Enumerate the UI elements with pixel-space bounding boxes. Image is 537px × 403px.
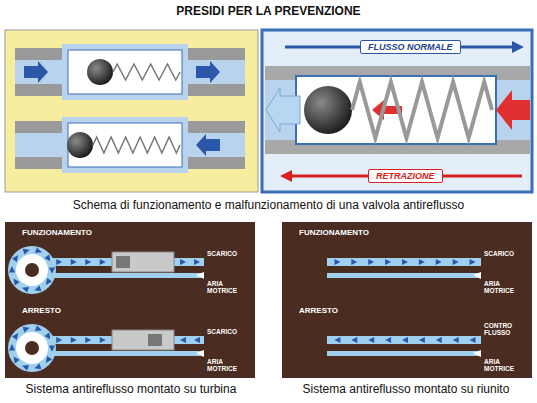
spring-coil [113, 64, 180, 80]
flow-arrow [351, 337, 357, 343]
flow-arrow [385, 259, 391, 265]
rotor [8, 246, 56, 294]
valve-detail [265, 41, 530, 182]
flow-arrow [453, 259, 459, 265]
flow-arrow [402, 337, 408, 343]
state-title: FUNZIONAMENTO [299, 228, 419, 237]
rotor-blade [35, 325, 42, 331]
rotor-blade [12, 255, 18, 262]
flow-arrow [368, 259, 374, 265]
rotor [16, 254, 48, 286]
flow-arrow [56, 259, 62, 265]
flow-arrow [85, 337, 91, 343]
port-label: ARIA MOTRICE [484, 280, 530, 295]
flow-arrow [436, 337, 442, 343]
flow-arrow [402, 259, 408, 265]
spring-coil [93, 137, 180, 153]
spring-coil [352, 82, 492, 138]
rotor [8, 324, 56, 372]
port-label: SCARICO [207, 328, 253, 335]
flow-arrow [71, 259, 77, 265]
flow-arrow [453, 337, 459, 343]
turbine-channels [50, 252, 204, 357]
panel [5, 30, 258, 192]
state-title: FUNZIONAMENTO [22, 228, 142, 237]
flow-label: FLUSSO NORMALE [368, 42, 453, 52]
flow-arrow [85, 259, 91, 265]
rotor-blade [44, 333, 50, 340]
port-label: CONTRO FLUSSO [484, 322, 530, 337]
rotor-blade [9, 266, 15, 272]
flow-arrow [100, 337, 106, 343]
panel [282, 222, 532, 378]
flow-arrow [334, 337, 340, 343]
rotor-blade [46, 356, 52, 363]
rotor-blade [22, 365, 29, 371]
rotor-blade [34, 285, 41, 291]
panel [262, 30, 532, 192]
valve-open [15, 44, 245, 100]
rotor [16, 332, 48, 364]
port-label: ARIA MOTRICE [484, 358, 530, 373]
panel [5, 222, 255, 378]
rotor-blade [44, 255, 50, 262]
rotor-hub [25, 263, 39, 277]
rotor-blade [23, 327, 30, 333]
flow-arrow [180, 337, 186, 343]
flow-arrow [180, 259, 186, 265]
flow-label-box: RETRAZIONE [368, 169, 443, 183]
flow-label: RETRAZIONE [376, 171, 435, 181]
flow-arrow [100, 259, 106, 265]
flow-arrow [334, 259, 340, 265]
flow-arrow [385, 337, 391, 343]
state-title: ARRESTO [299, 306, 419, 315]
flow-arrow [436, 259, 442, 265]
flow-arrow [419, 337, 425, 343]
rotor-blade [22, 287, 29, 293]
flow-arrow [470, 337, 476, 343]
flow-arrow [470, 259, 476, 265]
rotor-blade [13, 279, 19, 286]
caption: Sistema antireflusso montato su turbina [0, 383, 262, 397]
unit-channels [327, 258, 481, 357]
rotor-blade [13, 357, 19, 364]
rotor-blade [9, 344, 15, 350]
port-label: SCARICO [484, 250, 530, 257]
flow-arrow [419, 259, 425, 265]
flow-label-box: FLUSSO NORMALE [360, 40, 461, 54]
rotor-blade [34, 363, 41, 369]
flow-arrow [368, 337, 374, 343]
flow-arrow [194, 259, 200, 265]
rotor-hub [25, 341, 39, 355]
valve-closed [15, 117, 245, 173]
rotor-blade [46, 278, 52, 285]
port-label: ARIA MOTRICE [207, 358, 253, 373]
title: PRESIDI PER LA PREVENZIONE [0, 5, 537, 19]
caption: Schema di funzionamento e malfunzionamen… [0, 199, 537, 213]
rotor-blade [23, 249, 30, 255]
flow-arrow [71, 337, 77, 343]
state-title: ARRESTO [22, 306, 142, 315]
port-label: ARIA MOTRICE [207, 280, 253, 295]
rotor-blade [35, 247, 42, 253]
rotor-blade [12, 333, 18, 340]
port-label: SCARICO [207, 250, 253, 257]
flow-arrows [56, 259, 475, 343]
flow-arrow [351, 259, 357, 265]
flow-arrow [194, 337, 200, 343]
caption: Sistema antireflusso montato su riunito [275, 383, 537, 397]
flow-arrow [56, 337, 62, 343]
